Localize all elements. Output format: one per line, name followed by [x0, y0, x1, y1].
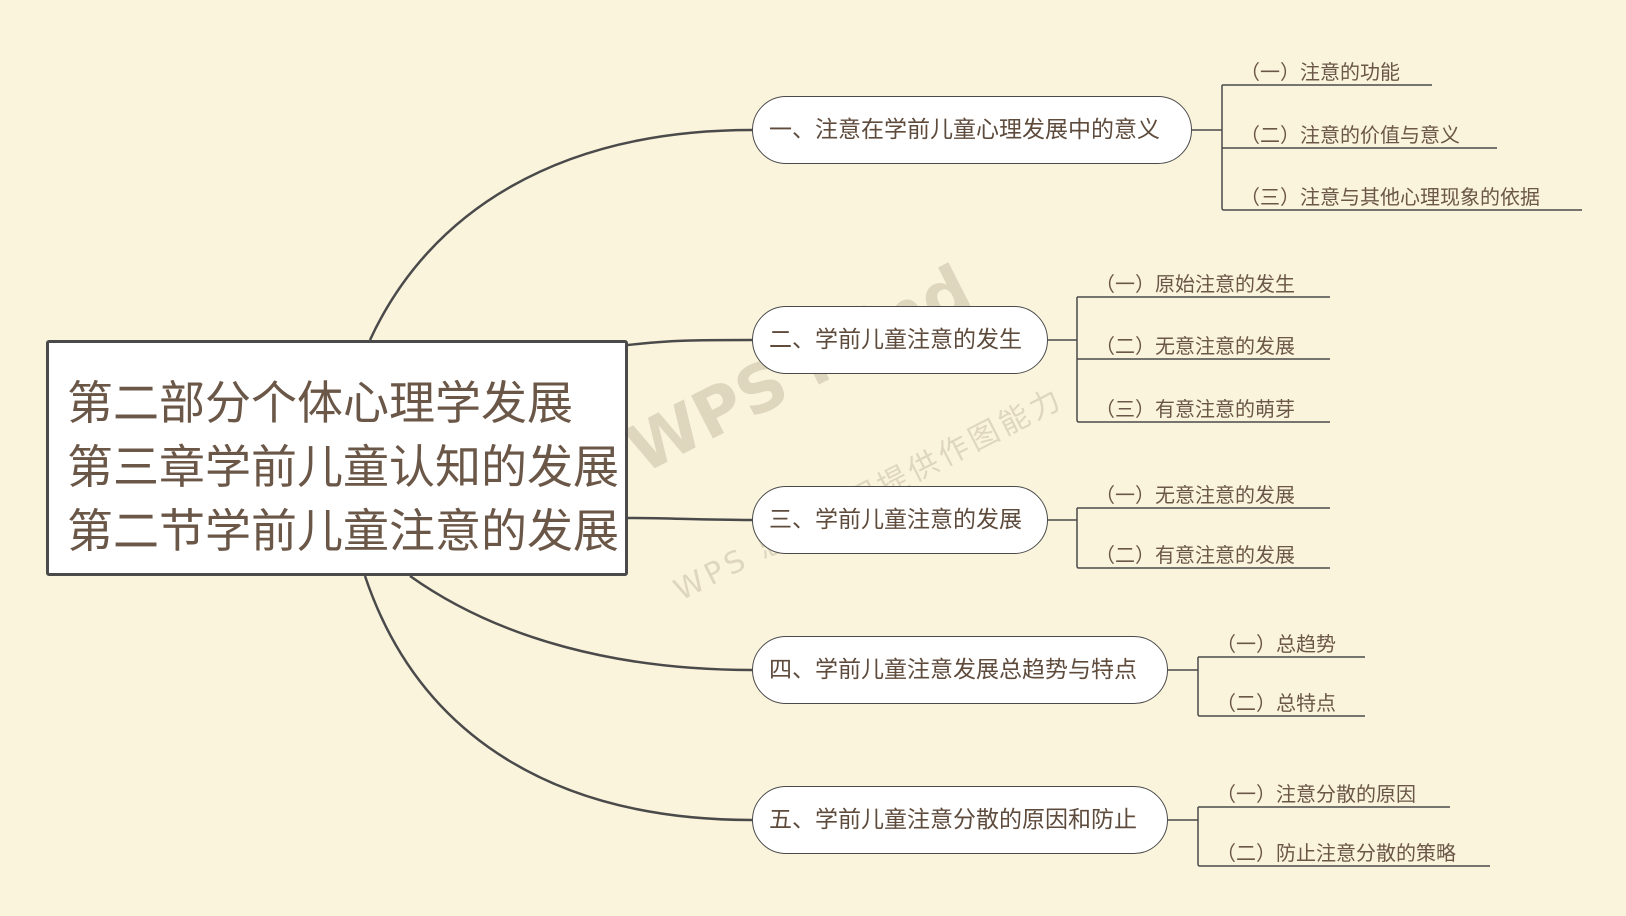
leaf-4-1[interactable]: （一）总趋势 — [1216, 632, 1336, 656]
root-line-1: 第二部分个体心理学发展 — [67, 376, 573, 430]
branch-node-2[interactable]: 二、学前儿童注意的发生 — [752, 306, 1048, 374]
leaf-3-2[interactable]: （二）有意注意的发展 — [1095, 543, 1295, 567]
leaf-2-1[interactable]: （一）原始注意的发生 — [1095, 272, 1295, 296]
connector-branch-3-children — [1048, 507, 1330, 569]
leaf-3-1[interactable]: （一）无意注意的发展 — [1095, 483, 1295, 507]
branch-node-3[interactable]: 三、学前儿童注意的发展 — [752, 486, 1048, 554]
connector-branch-2-children — [1048, 296, 1330, 423]
branch-node-1[interactable]: 一、注意在学前儿童心理发展中的意义 — [752, 96, 1192, 164]
root-line-3: 第二节学前儿童注意的发展 — [67, 504, 619, 558]
leaf-1-3[interactable]: （三）注意与其他心理现象的依据 — [1240, 185, 1540, 209]
leaf-1-2[interactable]: （二）注意的价值与意义 — [1240, 123, 1460, 147]
connector-root-branch-5 — [363, 575, 753, 822]
branch-node-4[interactable]: 四、学前儿童注意发展总趋势与特点 — [752, 636, 1168, 704]
connector-branch-5-children — [1168, 806, 1490, 867]
leaf-5-1[interactable]: （一）注意分散的原因 — [1216, 782, 1416, 806]
leaf-4-2[interactable]: （二）总特点 — [1216, 691, 1336, 715]
connector-root-branch-4 — [409, 574, 753, 672]
leaf-5-2[interactable]: （二）防止注意分散的策略 — [1216, 841, 1456, 865]
connector-root-branch-1 — [368, 128, 753, 341]
connector-root-branch-3 — [627, 516, 753, 522]
connector-branch-4-children — [1168, 656, 1365, 717]
leaf-2-2[interactable]: （二）无意注意的发展 — [1095, 334, 1295, 358]
root-line-2: 第三章学前儿童认知的发展 — [67, 440, 619, 494]
leaf-2-3[interactable]: （三）有意注意的萌芽 — [1095, 397, 1295, 421]
connector-branch-1-children — [1192, 84, 1582, 211]
connector-root-branch-2 — [627, 338, 753, 347]
root-node[interactable]: 第二部分个体心理学发展 第三章学前儿童认知的发展 第二节学前儿童注意的发展 — [46, 340, 628, 576]
branch-node-5[interactable]: 五、学前儿童注意分散的原因和防止 — [752, 786, 1168, 854]
leaf-1-1[interactable]: （一）注意的功能 — [1240, 60, 1400, 84]
